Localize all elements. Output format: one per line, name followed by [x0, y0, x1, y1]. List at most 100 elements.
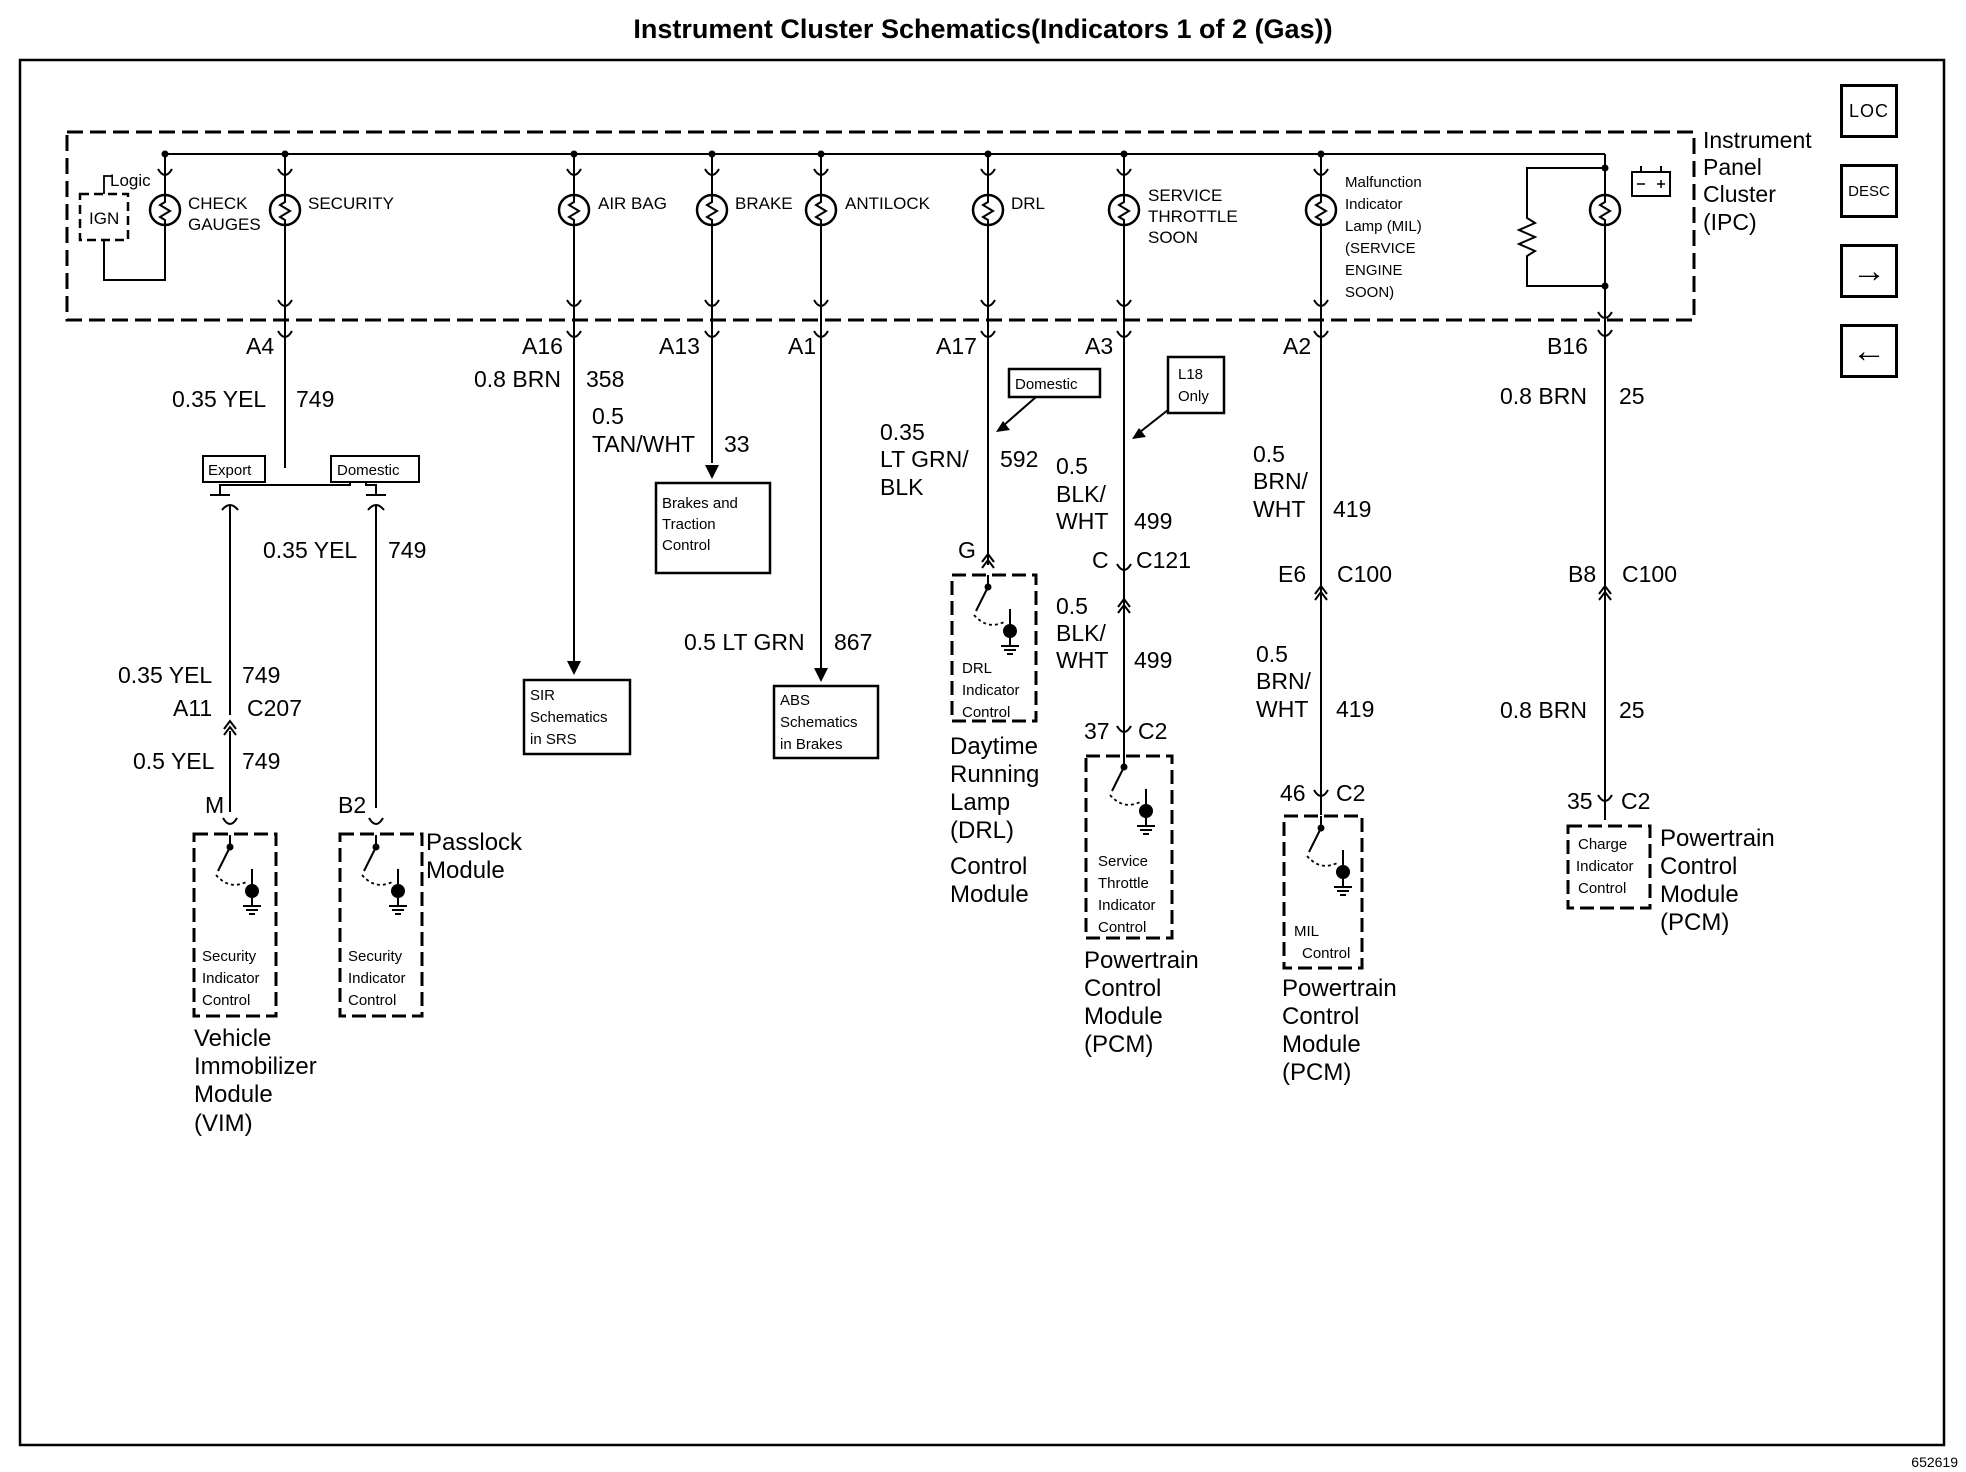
pcm-throttle-name-4: (PCM) — [1084, 1031, 1153, 1058]
drl-inner-1: DRL — [962, 660, 992, 677]
conn-a11: A11 — [173, 695, 212, 721]
pcm-throttle-inner-4: Control — [1098, 919, 1146, 936]
figure-id: 652619 — [1911, 1454, 1958, 1470]
antilock-bulb-icon — [804, 193, 838, 227]
pin-a1: A1 — [788, 333, 816, 359]
pcm-throttle-inner-1: Service — [1098, 853, 1148, 870]
conn-b8: B8 — [1568, 561, 1596, 587]
w867-gauge: 0.5 LT GRN — [684, 629, 805, 655]
w592-circuit: 592 — [1000, 446, 1038, 472]
conn-37: 37 — [1084, 718, 1110, 744]
w749-vim-circuit: 749 — [242, 662, 280, 688]
air-bag-bulb-icon — [557, 193, 591, 227]
arrow-left-icon: ← — [1852, 331, 1886, 370]
ipc-name-3: Cluster — [1703, 181, 1776, 207]
w419-gauge-2: BRN/ — [1253, 468, 1309, 494]
pcm-mil-name-3: Module — [1282, 1031, 1361, 1058]
drl-module-box — [950, 573, 1038, 723]
pin-a4: A4 — [246, 333, 274, 359]
w419-gauge-1: 0.5 — [1253, 441, 1285, 467]
w499-circuit: 499 — [1134, 508, 1172, 534]
abs-ref-2: Schematics — [780, 714, 858, 731]
vim-inner-3: Control — [202, 992, 250, 1009]
battery-icon — [1631, 166, 1671, 197]
conn-b2: B2 — [338, 792, 366, 818]
service-throttle-bulb-icon — [1107, 193, 1141, 227]
l18-label-1: L18 — [1178, 366, 1203, 383]
conn-c100-mil: C100 — [1337, 561, 1392, 587]
drl-inner-2: Indicator — [962, 682, 1020, 699]
next-button[interactable]: → — [1840, 244, 1898, 298]
security-bulb-icon — [268, 193, 302, 227]
w749-domestic-gauge: 0.35 YEL — [263, 537, 357, 563]
w358-circuit: 358 — [586, 366, 624, 392]
pcm-throttle-name-2: Control — [1084, 975, 1161, 1002]
brake-label: BRAKE — [735, 194, 793, 213]
conn-35: 35 — [1567, 788, 1593, 814]
antilock-label: ANTILOCK — [845, 194, 931, 213]
sir-ref-3: in SRS — [530, 731, 577, 748]
passlock-name-1: Passlock — [426, 829, 523, 856]
security-label: SECURITY — [308, 194, 394, 213]
domestic-tag — [330, 455, 420, 483]
w419-circuit: 419 — [1333, 496, 1371, 522]
conn-46: 46 — [1280, 780, 1306, 806]
w499-lower-gauge-2: BLK/ — [1056, 620, 1106, 646]
mil-label-4: (SERVICE — [1345, 240, 1416, 257]
desc-button[interactable]: DESC — [1840, 164, 1898, 218]
pcm-charge-name-4: (PCM) — [1660, 909, 1729, 936]
pin-a16: A16 — [522, 333, 563, 359]
logic-label: Logic — [110, 171, 151, 190]
vim-name-1: Vehicle — [194, 1025, 271, 1052]
pin-a13: A13 — [659, 333, 700, 359]
conn-c: C — [1092, 547, 1109, 573]
check-gauges-bulb-icon — [148, 193, 182, 227]
pcm-mil-name-2: Control — [1282, 1003, 1359, 1030]
w33-gauge-1: 0.5 — [592, 403, 624, 429]
w499-lower-circuit: 499 — [1134, 647, 1172, 673]
w499-lower-gauge-1: 0.5 — [1056, 593, 1088, 619]
pcm-charge-inner-3: Control — [1578, 880, 1626, 897]
vim-name-4: (VIM) — [194, 1110, 253, 1137]
export-tag — [202, 455, 266, 483]
w749-vim-lower-gauge: 0.5 YEL — [133, 748, 215, 774]
ipc-name-4: (IPC) — [1703, 209, 1757, 235]
mil-label-1: Malfunction — [1345, 174, 1422, 191]
vim-inner-1: Security — [202, 948, 257, 965]
resistor-icon — [1516, 167, 1605, 287]
service-throttle-label-3: SOON — [1148, 228, 1198, 247]
loc-button[interactable]: LOC — [1840, 84, 1898, 138]
back-button[interactable]: ← — [1840, 324, 1898, 378]
w419-lower-gauge-3: WHT — [1256, 696, 1308, 722]
pcm-charge-name-2: Control — [1660, 853, 1737, 880]
w419-lower-circuit: 419 — [1336, 696, 1374, 722]
passlock-module-box — [338, 832, 424, 1018]
conn-c2-charge: C2 — [1621, 788, 1650, 814]
drl-name-2: Running — [950, 761, 1039, 788]
mil-label-2: Indicator — [1345, 196, 1403, 213]
pcm-throttle-name-1: Powertrain — [1084, 947, 1199, 974]
air-bag-label: AIR BAG — [598, 194, 667, 213]
drl-domestic-tag — [1007, 367, 1102, 399]
arrow-right-icon: → — [1852, 251, 1886, 290]
vim-inner-2: Indicator — [202, 970, 260, 987]
ipc-boundary — [65, 130, 1696, 322]
vim-module-box — [192, 832, 278, 1018]
sir-ref-box — [522, 678, 632, 756]
mil-label-3: Lamp (MIL) — [1345, 218, 1422, 235]
w358-gauge: 0.8 BRN — [474, 366, 561, 392]
vim-name-3: Module — [194, 1081, 273, 1108]
w33-circuit: 33 — [724, 431, 750, 457]
w499-lower-gauge-3: WHT — [1056, 647, 1108, 673]
w592-gauge-3: BLK — [880, 474, 924, 500]
pcm-charge-inner-2: Indicator — [1576, 858, 1634, 875]
drl-bulb-icon — [971, 193, 1005, 227]
brakes-ref-2: Traction — [662, 516, 716, 533]
drl-inner-3: Control — [962, 704, 1010, 721]
pcm-mil-inner-2: Control — [1302, 945, 1350, 962]
passlock-name-2: Module — [426, 857, 505, 884]
conn-c100-charge: C100 — [1622, 561, 1677, 587]
conn-c2-throttle: C2 — [1138, 718, 1167, 744]
abs-ref-box — [772, 684, 880, 760]
